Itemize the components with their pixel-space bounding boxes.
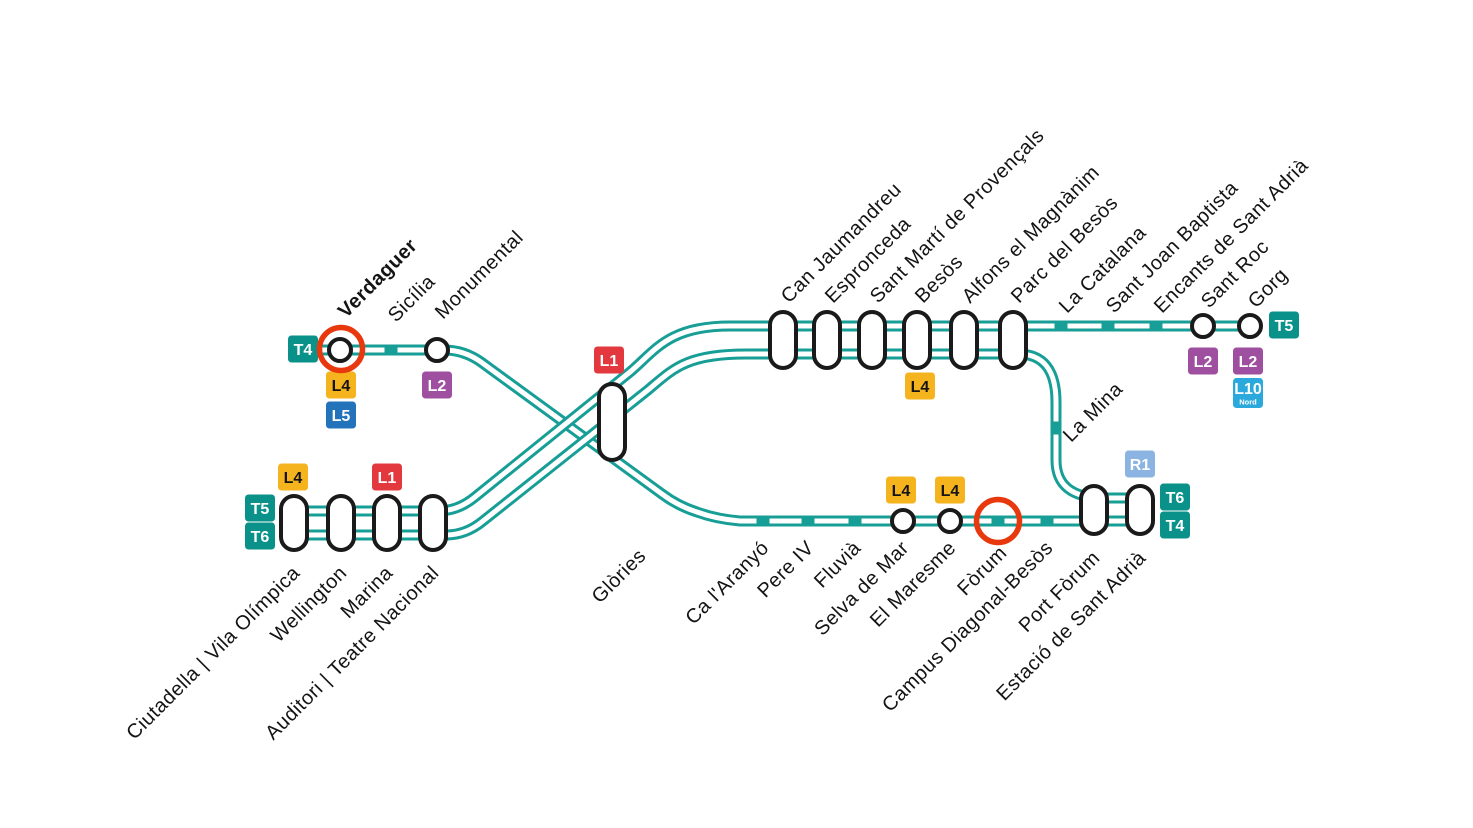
badge-box-t4-at-estacio xyxy=(1160,511,1190,539)
station-marker-la-mina xyxy=(1051,421,1061,435)
badge-l2-at-gorg: L2 xyxy=(1233,347,1263,375)
badge-box-l1-at-marina xyxy=(372,463,402,491)
badge-box-t5-at-ciutadella xyxy=(245,494,275,522)
station-marker-sant-marti-de-provencals xyxy=(857,310,887,370)
station-marker-verdaguer xyxy=(327,337,353,363)
station-label-la-mina: La Mina xyxy=(1059,378,1128,447)
badge-t6-at-ciutadella: T6 xyxy=(245,522,275,550)
route-inner-t6-ciutadella-estacio-via-la-mina xyxy=(283,351,1153,538)
badge-label-l2-at-gorg: L2 xyxy=(1239,354,1258,371)
badge-box-t6-at-estacio xyxy=(1160,483,1190,511)
station-marker-ca-laranyo xyxy=(756,516,770,526)
station-marker-selva-de-mar xyxy=(890,508,916,534)
badge-label-l5-at-verdaguer: L5 xyxy=(332,408,351,425)
badge-box-l4-at-selva-de-mar xyxy=(886,476,916,504)
badge-box-l10-nord-at-gorg xyxy=(1233,378,1263,408)
badge-l5-at-verdaguer: L5 xyxy=(326,401,356,429)
badge-label-t5-at-ciutadella: T5 xyxy=(251,501,270,518)
badge-box-l2-at-sant-roc xyxy=(1188,347,1218,375)
station-marker-ciutadella-vila-olimpica xyxy=(279,494,309,552)
station-marker-marina xyxy=(372,494,402,552)
badge-label-l4-at-besos: L4 xyxy=(911,379,930,396)
station-marker-estacio-de-sant-adria xyxy=(1125,484,1155,536)
badge-label-l2-at-sant-roc: L2 xyxy=(1194,354,1213,371)
badge-label-l1-at-marina: L1 xyxy=(378,470,397,487)
badge-l4-at-el-maresme: L4 xyxy=(935,476,965,504)
badge-l4-at-besos: L4 xyxy=(905,372,935,400)
station-marker-gorg xyxy=(1237,313,1263,339)
station-marker-monumental xyxy=(424,337,450,363)
badge-label-t5-at-gorg: T5 xyxy=(1275,318,1294,335)
badge-label-t4-at-verdaguer: T4 xyxy=(294,342,313,359)
highlight-forum xyxy=(973,496,1023,546)
badge-l2-at-sant-roc: L2 xyxy=(1188,347,1218,375)
station-marker-auditori-teatre-nacional xyxy=(418,494,448,552)
badge-label-l4-at-selva-de-mar: L4 xyxy=(892,483,911,500)
station-marker-besos xyxy=(902,310,932,370)
badge-t4-at-verdaguer: T4 xyxy=(288,335,318,363)
badge-t6-at-estacio: T6 xyxy=(1160,483,1190,511)
station-marker-campus-diagonal-besos xyxy=(1040,516,1054,526)
badge-box-t4-at-verdaguer xyxy=(288,335,318,363)
station-marker-sant-joan-baptista xyxy=(1101,321,1115,331)
station-marker-forum xyxy=(991,516,1005,526)
badge-label-t4-at-estacio: T4 xyxy=(1166,518,1185,535)
station-marker-fluvia xyxy=(848,516,862,526)
badge-t4-at-estacio: T4 xyxy=(1160,511,1190,539)
station-label-glories: Glòries xyxy=(588,545,651,608)
badge-l2-at-monumental: L2 xyxy=(422,371,452,399)
badge-l4-at-verdaguer: L4 xyxy=(326,371,356,399)
badge-r1-at-estacio: R1 xyxy=(1125,450,1155,478)
station-marker-parc-del-besos xyxy=(998,310,1028,370)
badge-label-l4-at-verdaguer: L4 xyxy=(332,378,351,395)
badge-label-l1-at-glories: L1 xyxy=(600,353,619,370)
badge-label-l2-at-monumental: L2 xyxy=(428,378,447,395)
badge-box-l2-at-gorg xyxy=(1233,347,1263,375)
badge-l1-at-marina: L1 xyxy=(372,463,402,491)
station-marker-pere-iv xyxy=(801,516,815,526)
badge-l4-at-selva-de-mar: L4 xyxy=(886,476,916,504)
badge-label-t6-at-estacio: T6 xyxy=(1166,490,1185,507)
station-marker-glories xyxy=(597,382,627,462)
badge-label-l4-at-ciutadella: L4 xyxy=(284,470,303,487)
station-marker-wellington xyxy=(326,494,356,552)
station-marker-encants-de-sant-adria xyxy=(1149,321,1163,331)
badge-box-l4-at-verdaguer xyxy=(326,371,356,399)
badge-box-t5-at-gorg xyxy=(1269,311,1299,339)
station-marker-sant-roc xyxy=(1190,313,1216,339)
badge-box-t6-at-ciutadella xyxy=(245,522,275,550)
badge-box-l4-at-el-maresme xyxy=(935,476,965,504)
station-marker-espronceda xyxy=(812,310,842,370)
badge-label-r1-at-estacio: R1 xyxy=(1130,457,1151,474)
badge-l4-at-ciutadella: L4 xyxy=(278,463,308,491)
badge-box-l1-at-glories xyxy=(594,346,624,374)
badge-l1-at-glories: L1 xyxy=(594,346,624,374)
route-t5-ciutadella-gorg xyxy=(283,320,1262,517)
route-t4-verdaguer-estacio-sant-adria xyxy=(320,344,1153,527)
station-marker-port-forum xyxy=(1079,484,1109,536)
highlight-verdaguer xyxy=(316,324,366,374)
route-inner-t4-verdaguer-estacio-sant-adria xyxy=(320,347,1153,524)
route-inner-t5-ciutadella-gorg xyxy=(283,323,1262,514)
station-marker-el-maresme xyxy=(937,508,963,534)
badge-box-l5-at-verdaguer xyxy=(326,401,356,429)
route-t6-ciutadella-estacio-via-la-mina xyxy=(283,348,1153,541)
badge-t5-at-ciutadella: T5 xyxy=(245,494,275,522)
badge-t5-at-gorg: T5 xyxy=(1269,311,1299,339)
station-marker-sicilia xyxy=(384,345,398,355)
badge-box-l2-at-monumental xyxy=(422,371,452,399)
badge-box-l4-at-besos xyxy=(905,372,935,400)
station-marker-la-catalana xyxy=(1054,321,1068,331)
badge-label-l10-nord-at-gorg: L10 xyxy=(1234,381,1262,398)
station-label-monumental: Monumental xyxy=(431,227,528,324)
badge-label-t6-at-ciutadella: T6 xyxy=(251,529,270,546)
badge-sublabel-l10-nord-at-gorg: Nord xyxy=(1239,398,1257,407)
badge-box-l4-at-ciutadella xyxy=(278,463,308,491)
station-marker-can-jaumandreu xyxy=(768,310,798,370)
badge-label-l4-at-el-maresme: L4 xyxy=(941,483,960,500)
station-marker-alfons-el-magnanim xyxy=(949,310,979,370)
badge-box-r1-at-estacio xyxy=(1125,450,1155,478)
